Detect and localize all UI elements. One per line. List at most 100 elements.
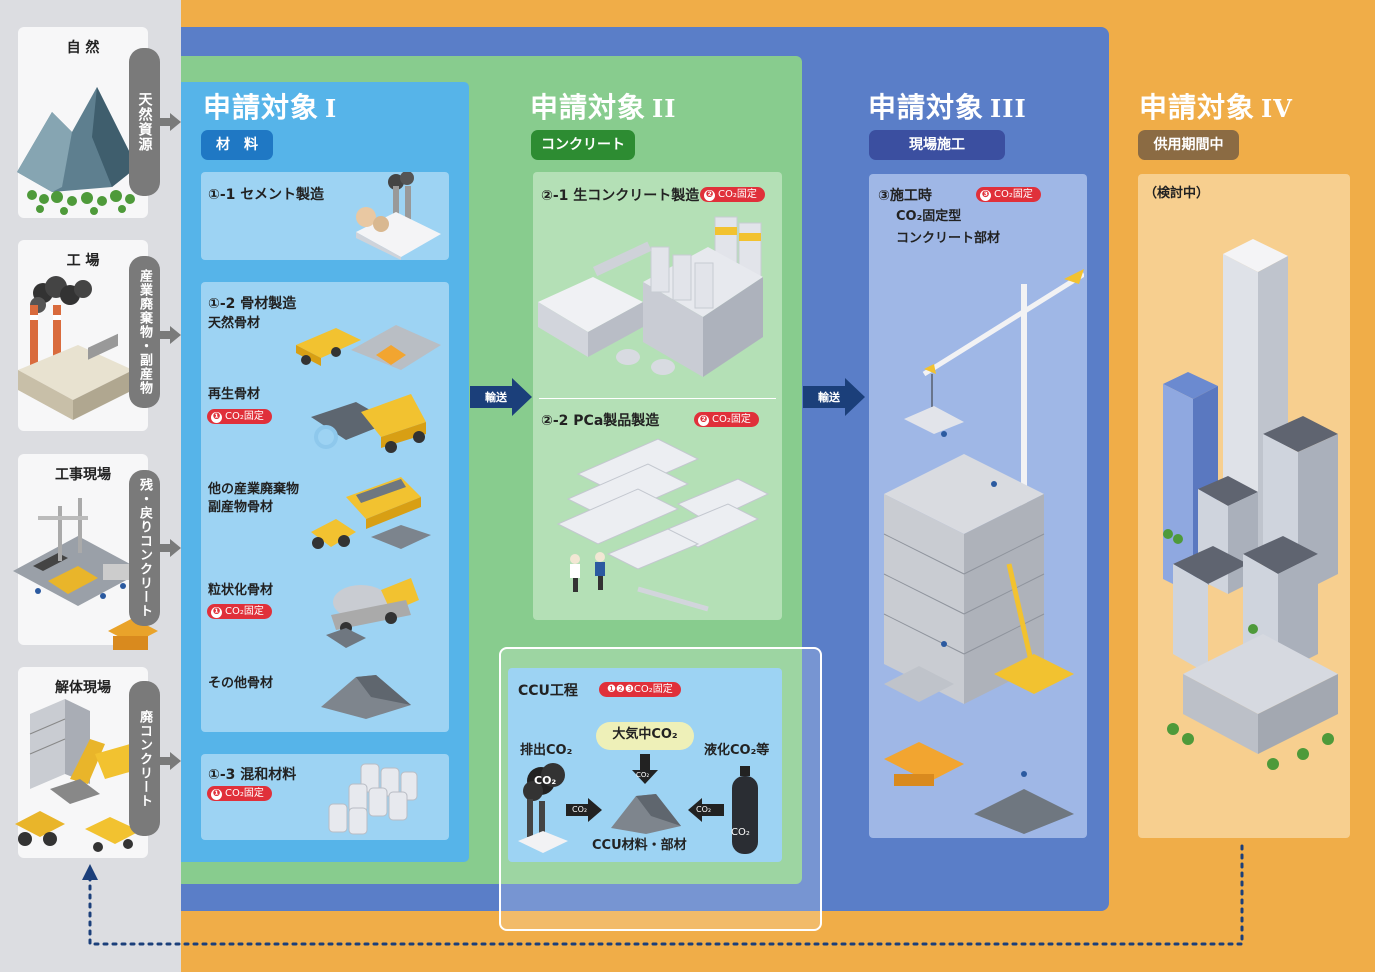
emission-factory-icon — [518, 763, 568, 853]
badge-text: CO₂固定 — [718, 189, 757, 200]
granulated-aggregate-label: 粒状化骨材 — [208, 583, 274, 598]
ccu-card: CCU工程 ❶❷❸CO₂固定 大気中CO₂ 排出CO₂ 液化CO₂等 CO₂ C… — [508, 668, 782, 862]
left-arrow-icon — [688, 798, 724, 822]
badge-number: ❶ — [211, 607, 222, 618]
arrow-right-icon — [170, 113, 181, 131]
demolition-site-icon — [15, 699, 140, 852]
title-text: 申請対象 — [868, 91, 985, 124]
badge-text: CO₂固定 — [225, 606, 264, 617]
industrial-aggregate-label1: 他の産業廃棄物 — [208, 482, 300, 497]
co2-label: CO₂ — [696, 805, 712, 814]
arrow-right-icon — [170, 539, 181, 557]
badge-text: CO₂固定 — [225, 788, 264, 799]
city-buildings-icon — [1163, 239, 1338, 770]
admixture-label: ①-3 混和材料 — [208, 767, 297, 783]
source-title: 工事現場 — [55, 467, 111, 483]
co2-label: CO₂ — [572, 805, 588, 814]
recycled-aggregate-label: 再生骨材 — [208, 387, 261, 402]
precast-products-icon — [556, 438, 770, 612]
construction-label2: CO₂固定型 — [896, 209, 962, 224]
title-text: 申請対象 — [530, 91, 647, 124]
co2-label: CO₂ — [534, 774, 557, 787]
source-title: 工 場 — [66, 253, 100, 269]
precast-label: ②-2 PCa製品製造 — [541, 413, 660, 429]
concrete-plant-icon — [538, 216, 763, 377]
source-factory: 工 場 — [18, 240, 148, 431]
target3-pill: 現場施工 — [869, 130, 1005, 160]
source-nature: 自 然 — [17, 27, 148, 218]
mixer-truck-icon — [326, 578, 419, 648]
in-service-card: （検討中） — [1138, 174, 1350, 838]
building-construction-icon — [883, 269, 1084, 834]
badge-number: ❸ — [980, 190, 991, 201]
title-roman: II — [652, 94, 677, 123]
tab-natural-resources: 天然資源 — [129, 48, 160, 196]
arrow-stem — [160, 118, 170, 126]
liquid-co2-label: 液化CO₂等 — [704, 743, 770, 758]
title-roman: IV — [1261, 94, 1293, 123]
arrow-right-icon — [170, 752, 181, 770]
title-roman: III — [990, 94, 1027, 123]
gas-cylinder-icon — [732, 766, 758, 854]
badge-number: ❶ — [211, 789, 222, 800]
arrow-stem — [160, 544, 170, 552]
cement-label: ①-1 セメント製造 — [208, 187, 324, 203]
ccu-aggregate-icon — [611, 794, 681, 834]
construction-label3: コンクリート部材 — [896, 231, 1001, 246]
atmos-co2-label: 大気中CO₂ — [612, 727, 678, 742]
co2-label: CO₂ — [636, 771, 650, 779]
arrow-right-icon — [170, 326, 181, 344]
cement-plant-icon — [356, 172, 441, 260]
source-demolition: 解体現場 — [15, 667, 148, 858]
construction-site-icon — [13, 498, 158, 650]
tab-industrial-waste: 産業廃棄物・副産物 — [129, 256, 160, 408]
divider — [539, 398, 776, 399]
badge-number: ❷ — [704, 190, 715, 201]
source-title: 解体現場 — [55, 680, 111, 696]
title-roman: I — [325, 94, 338, 123]
factory-icon — [18, 276, 133, 420]
arrow-stem — [160, 331, 170, 339]
target4-pill: 供用期間中 — [1138, 130, 1239, 160]
recycled-aggregate-icon — [311, 394, 426, 453]
admixture-bags-icon — [328, 763, 418, 835]
ccu-title: CCU工程 — [518, 683, 578, 699]
natural-aggregate-label: 天然骨材 — [208, 316, 261, 331]
right-arrow-icon — [566, 798, 602, 822]
title-text: 申請対象 — [203, 91, 320, 124]
badge-number: ❶ — [211, 412, 222, 423]
transport-arrow-icon — [470, 378, 532, 416]
target1-pill: 材 料 — [201, 130, 273, 160]
other-aggregate-label: その他骨材 — [208, 676, 274, 691]
cement-card: ①-1 セメント製造 — [201, 172, 449, 260]
natural-aggregate-icon — [296, 325, 441, 370]
title-text: 申請対象 — [1139, 91, 1256, 124]
tab-waste-concrete: 廃コンクリート — [129, 681, 160, 836]
arrow-stem — [160, 757, 170, 765]
aggregate-label: ①-2 骨材製造 — [208, 296, 297, 312]
industrial-aggregate-label2: 副産物骨材 — [208, 500, 274, 515]
source-title: 自 然 — [66, 40, 100, 56]
transport-arrow-icon — [803, 378, 865, 416]
under-review-note: （検討中） — [1144, 186, 1210, 201]
badge-text: CO₂固定 — [712, 414, 751, 425]
emission-co2-label: 排出CO₂ — [520, 743, 573, 758]
transport-label: 輸送 — [818, 391, 840, 404]
source-construction: 工事現場 — [13, 454, 158, 650]
target2-pill: コンクリート — [531, 130, 635, 160]
down-arrow-icon — [632, 754, 658, 784]
ccu-badge: ❶❷❸CO₂固定 — [599, 682, 681, 697]
